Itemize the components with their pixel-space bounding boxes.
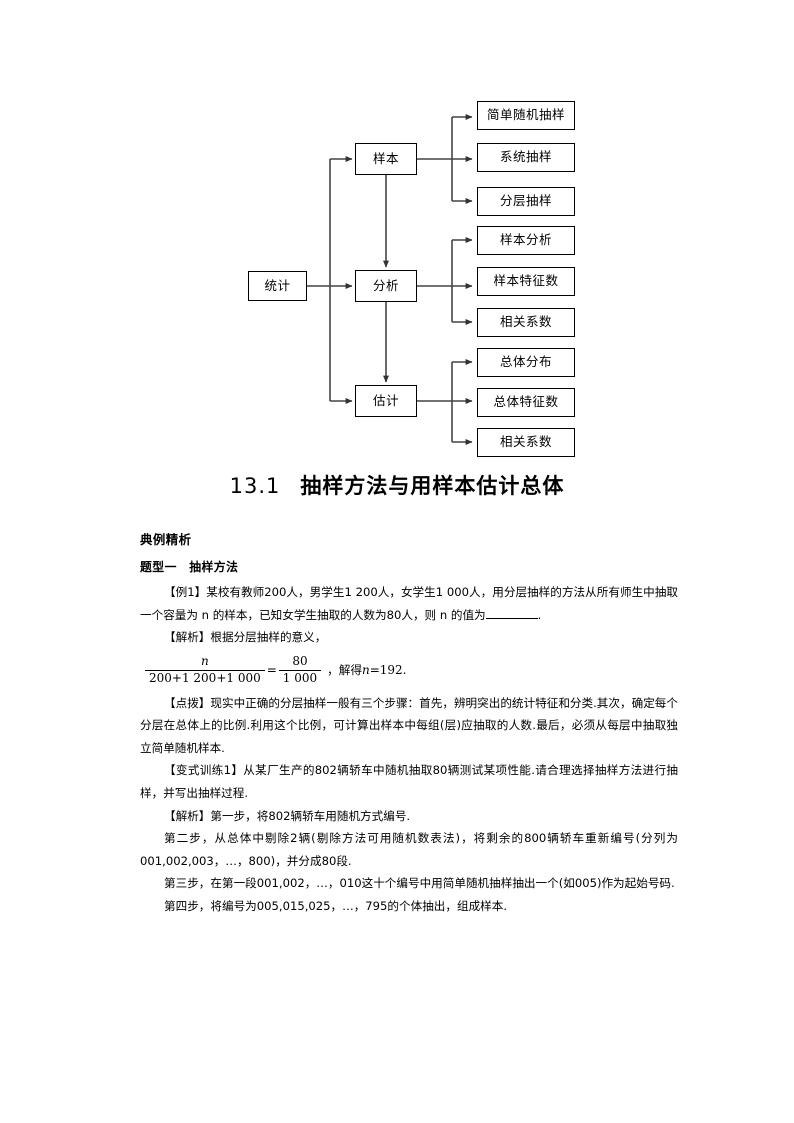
- flow-leaf-sample-characteristic-number[interactable]: 样本特征数: [477, 267, 575, 296]
- fraction-right: 80 1 000: [278, 653, 322, 686]
- exercise-1-step-4: 第四步，将编号为005,015,025，…，795的个体抽出，组成样本.: [164, 898, 508, 913]
- flow-node-estimate-label: 估计: [372, 392, 399, 408]
- example-1-problem: 【例1】某校有教师200人，男学生1 200人，女学生1 000人，用分层抽样的…: [140, 581, 678, 626]
- flow-leaf-label: 样本分析: [499, 232, 552, 248]
- equals-sign: =: [266, 662, 277, 677]
- sub-heading: 题型一 抽样方法: [140, 560, 239, 575]
- flow-leaf-label: 总体分布: [499, 354, 552, 370]
- fraction-left-denominator: 200+1 200+1 000: [145, 669, 265, 686]
- page-title-text: 抽样方法与用样本估计总体: [300, 474, 565, 498]
- section-heading: 典例精析: [140, 532, 192, 547]
- formula-tail: ，解得n=192.: [321, 659, 406, 682]
- fraction-left-numerator: n: [201, 653, 209, 668]
- flow-node-sample-label: 样本: [372, 150, 399, 166]
- statistics-flowchart: 统计 样本 分析 估计 简单随机抽样 系统抽样 分层抽样 样本分析 样本特征数 …: [0, 0, 794, 470]
- fraction-right-denominator: 1 000: [278, 669, 322, 686]
- exercise-1-step-2: 第二步，从总体中剔除2辆(剔除方法可用随机数表法)，将剩余的800辆轿车重新编号…: [140, 831, 678, 868]
- example-1-text: 【例1】某校有教师200人，男学生1 200人，女学生1 000人，用分层抽样的…: [140, 585, 678, 622]
- formula-tail-variable: n: [361, 662, 370, 677]
- flow-node-root[interactable]: 统计: [248, 271, 307, 301]
- flow-leaf-correlation-coefficient-analysis[interactable]: 相关系数: [477, 308, 575, 337]
- fraction-right-numerator: 80: [292, 653, 308, 668]
- flow-leaf-label: 系统抽样: [499, 149, 552, 165]
- analysis-label: 【解析】: [164, 630, 211, 645]
- analysis-text: 根据分层抽样的意义，: [210, 630, 327, 645]
- flowchart-connectors: [307, 114, 473, 445]
- flow-node-estimate[interactable]: 估计: [355, 385, 417, 417]
- flow-leaf-label: 相关系数: [499, 314, 552, 330]
- flow-leaf-systematic-sampling[interactable]: 系统抽样: [477, 143, 575, 172]
- exercise-1-step-3: 第三步，在第一段001,002，…，010这十个编号中用简单随机抽样抽出一个(如…: [164, 876, 675, 891]
- page-title: 13.1 抽样方法与用样本估计总体: [0, 470, 794, 500]
- flow-leaf-label: 样本特征数: [493, 273, 559, 289]
- flow-leaf-stratified-sampling[interactable]: 分层抽样: [477, 187, 575, 216]
- formula-tail-value: =192.: [369, 662, 407, 677]
- flow-node-sample[interactable]: 样本: [355, 143, 417, 175]
- answer-blank[interactable]: [485, 617, 538, 619]
- document-body: 典例精析 题型一 抽样方法 【例1】某校有教师200人，男学生1 200人，女学…: [140, 528, 678, 918]
- exercise-1-problem: 【变式训练1】从某厂生产的802辆轿车中随机抽取80辆测试某项性能.请合理选择抽…: [140, 763, 678, 800]
- flow-leaf-label: 简单随机抽样: [486, 107, 565, 123]
- flow-leaf-simple-random-sampling[interactable]: 简单随机抽样: [477, 101, 575, 130]
- formula-tail-prefix: ，解得: [327, 662, 362, 677]
- flow-node-analysis-label: 分析: [372, 277, 399, 293]
- page-title-number: 13.1: [229, 474, 281, 498]
- flow-node-analysis[interactable]: 分析: [355, 270, 417, 302]
- flow-leaf-label: 分层抽样: [499, 193, 552, 209]
- example-1-period: .: [537, 607, 542, 622]
- flow-leaf-correlation-coefficient-estimate[interactable]: 相关系数: [477, 428, 575, 457]
- fraction-left: n 200+1 200+1 000: [145, 653, 265, 686]
- flow-leaf-label: 相关系数: [499, 434, 552, 450]
- example-1-analysis: 【解析】根据分层抽样的意义，: [140, 626, 678, 649]
- flow-leaf-population-characteristic-number[interactable]: 总体特征数: [477, 388, 575, 417]
- stratified-sampling-equation: n 200+1 200+1 000 = 80 1 000 ，解得n=192.: [140, 653, 678, 686]
- flow-leaf-sample-analysis[interactable]: 样本分析: [477, 226, 575, 255]
- example-1-tip: 【点拨】现实中正确的分层抽样一般有三个步骤：首先，辨明突出的统计特征和分类.其次…: [140, 695, 678, 755]
- flow-leaf-population-distribution[interactable]: 总体分布: [477, 348, 575, 377]
- exercise-1-step-1: 【解析】第一步，将802辆轿车用随机方式编号.: [164, 808, 411, 823]
- flow-node-root-label: 统计: [264, 277, 291, 293]
- flow-leaf-label: 总体特征数: [493, 394, 559, 410]
